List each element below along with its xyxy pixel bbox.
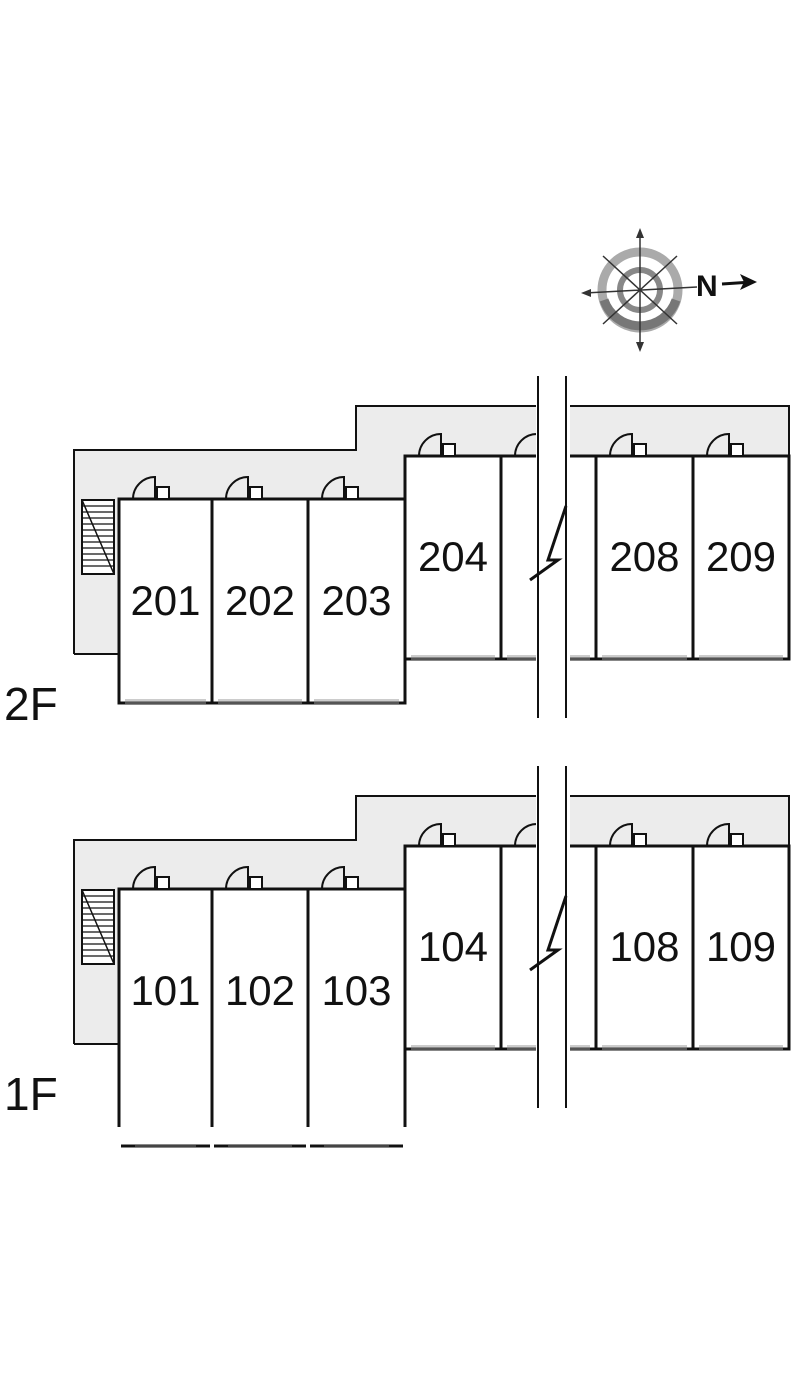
unit-109: 109 — [691, 822, 791, 1051]
unit-104: 104 — [403, 822, 503, 1051]
meter-box-icon — [249, 486, 263, 500]
break-symbol — [529, 505, 568, 582]
meter-box-icon — [249, 876, 263, 890]
door-swing-icon — [321, 475, 345, 500]
stair-direction-line — [81, 889, 115, 965]
door-swing-icon — [609, 432, 633, 457]
meter-box-icon — [633, 443, 647, 457]
corridor-railing — [73, 405, 790, 654]
unit-walls — [403, 454, 503, 661]
meter-box-icon — [442, 443, 456, 457]
unit-103: 103 — [306, 865, 407, 1148]
meter-box-icon — [156, 486, 170, 500]
room-number-label: 101 — [130, 967, 200, 1014]
door-swing-icon — [225, 865, 249, 890]
room-number-label: 102 — [225, 967, 295, 1014]
door-swing-icon — [418, 432, 442, 457]
room-number-label: 201 — [130, 577, 200, 624]
unit-walls — [403, 844, 503, 1051]
door-swing-icon — [321, 865, 345, 890]
unit-walls — [691, 454, 791, 661]
corridor-railing — [73, 795, 790, 1044]
unit-102: 102 — [210, 865, 310, 1148]
meter-box-icon — [442, 833, 456, 847]
door-swing-icon — [609, 822, 633, 847]
door-swing-icon — [132, 475, 156, 500]
unit-108: 108 — [594, 822, 695, 1051]
compass-north-label: N — [696, 270, 718, 303]
room-number-label: 203 — [321, 577, 391, 624]
floor-plan-1f: 101 102 103 104 108 109 1F — [4, 766, 791, 1148]
unit-204: 204 — [403, 432, 503, 661]
compass-icon: N — [581, 228, 757, 352]
unit-208: 208 — [594, 432, 695, 661]
unit-101: 101 — [117, 865, 214, 1148]
break-symbol — [529, 895, 568, 972]
room-number-label: 204 — [418, 533, 488, 580]
unit-209: 209 — [691, 432, 791, 661]
stair-direction-line — [81, 499, 115, 575]
floor-plan-2f: 201 202 203 204 208 209 2F — [4, 376, 791, 730]
corridor-area — [74, 406, 789, 654]
floor-label: 1F — [4, 1068, 58, 1120]
unit-202: 202 — [210, 475, 310, 705]
door-swing-icon — [706, 822, 730, 847]
unit-walls — [117, 497, 214, 705]
room-number-label: 202 — [225, 577, 295, 624]
corridor-area — [74, 796, 789, 1044]
meter-box-icon — [730, 833, 744, 847]
unit-203: 203 — [306, 475, 407, 705]
room-number-label: 104 — [418, 923, 488, 970]
floor-label: 2F — [4, 678, 58, 730]
floors-layer: 201 202 203 204 208 209 2F 101 102 103 104 108 109 1F — [4, 376, 791, 1148]
meter-box-icon — [730, 443, 744, 457]
door-swing-icon — [132, 865, 156, 890]
room-number-label: 208 — [609, 533, 679, 580]
meter-box-icon — [345, 876, 359, 890]
room-number-label: 109 — [706, 923, 776, 970]
unit-walls — [691, 844, 791, 1051]
room-number-label: 108 — [609, 923, 679, 970]
door-swing-icon — [225, 475, 249, 500]
unit-201: 201 — [117, 475, 214, 705]
unit-walls — [594, 454, 695, 661]
room-number-label: 103 — [321, 967, 391, 1014]
room-number-label: 209 — [706, 533, 776, 580]
meter-box-icon — [156, 876, 170, 890]
meter-box-icon — [633, 833, 647, 847]
door-swing-icon — [706, 432, 730, 457]
meter-box-icon — [345, 486, 359, 500]
door-swing-icon — [418, 822, 442, 847]
